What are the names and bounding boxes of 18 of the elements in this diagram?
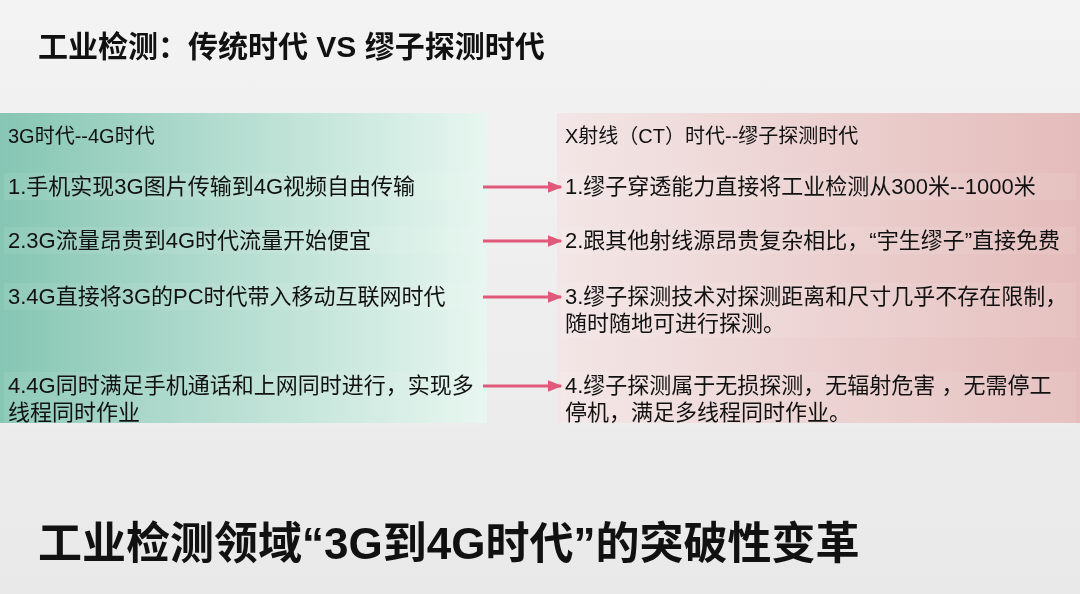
title: 工业检测：传统时代 VS 缪子探测时代 xyxy=(38,29,545,65)
point-text: 3.4G直接将3G的PC时代带入移动互联网时代 xyxy=(8,283,447,310)
point-text: 1.手机实现3G图片传输到4G视频自由传输 xyxy=(8,173,417,200)
comparison-panel xyxy=(557,113,1080,423)
arrow xyxy=(483,380,563,392)
caption: 工业检测领域“3G到4G时代”的突破性变革 xyxy=(38,518,860,570)
comparison-panel xyxy=(0,113,487,423)
point-text: 2.跟其他射线源昂贵复杂相比，“宇生缪子”直接免费 xyxy=(565,227,1061,254)
arrow xyxy=(483,291,563,303)
arrow xyxy=(483,235,563,247)
panel-heading: X射线（CT）时代--缪子探测时代 xyxy=(565,124,859,149)
point-text: 3.缪子探测技术对探测距离和尺寸几乎不存在限制，随时随地可进行探测。 xyxy=(565,283,1069,337)
point-text: 2.3G流量昂贵到4G时代流量开始便宜 xyxy=(8,227,373,254)
point-text: 4.4G同时满足手机通话和上网同时进行，实现多线程同时作业 xyxy=(8,372,475,426)
point-text: 1.缪子穿透能力直接将工业检测从300米--1000米 xyxy=(565,173,1037,200)
point-text: 4.缪子探测属于无损探测，无辐射危害 ，无需停工停机，满足多线程同时作业。 xyxy=(565,372,1053,426)
panel-heading: 3G时代--4G时代 xyxy=(8,124,155,149)
arrow xyxy=(483,181,563,193)
